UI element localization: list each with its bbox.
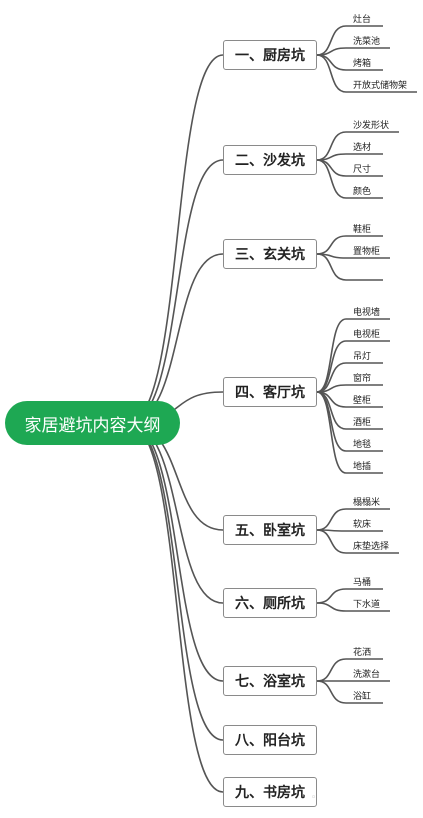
branch-topic-label: 四、客厅坑 xyxy=(235,385,305,401)
branch-topic-label: 三、玄关坑 xyxy=(235,247,305,263)
leaf-topic[interactable]: 软床 xyxy=(353,520,372,530)
leaf-topic[interactable]: 颜色 xyxy=(353,187,372,197)
branch-topic[interactable]: 四、客厅坑 xyxy=(223,377,317,407)
root-to-branch-link xyxy=(127,253,224,424)
branch-to-leaf-link xyxy=(316,153,347,161)
leaf-topic[interactable]: 尺寸 xyxy=(353,165,372,175)
leaf-topic[interactable]: 灶台 xyxy=(353,15,372,25)
branch-to-leaf-link xyxy=(316,159,347,199)
root-to-branch-link xyxy=(127,422,224,682)
leaf-topic[interactable]: 马桶 xyxy=(353,578,372,588)
root-to-branch-link xyxy=(127,422,224,793)
leaf-topic[interactable]: 洗菜池 xyxy=(353,37,381,47)
branch-topic-label: 五、卧室坑 xyxy=(235,523,305,539)
leaf-topic[interactable]: 吊灯 xyxy=(353,352,372,362)
leaf-topic[interactable]: 沙发形状 xyxy=(353,121,390,131)
branch-to-leaf-link xyxy=(316,54,347,93)
branch-to-leaf-link xyxy=(316,318,347,393)
branch-to-leaf-link xyxy=(316,384,347,393)
branch-to-leaf-link xyxy=(316,588,347,604)
leaf-topic[interactable]: 电视墙 xyxy=(353,308,381,318)
branch-topic[interactable]: 一、厨房坑 xyxy=(223,40,317,70)
branch-topic-label: 二、沙发坑 xyxy=(235,153,305,169)
branch-to-leaf-link xyxy=(316,54,347,71)
leaf-topic[interactable]: 电视柜 xyxy=(353,330,381,340)
leaf-topic[interactable]: 烤箱 xyxy=(353,59,372,69)
branch-to-leaf-link xyxy=(316,508,347,531)
branch-to-leaf-link xyxy=(316,602,347,612)
root-to-branch-link xyxy=(127,54,224,424)
branch-to-leaf-link xyxy=(316,131,347,161)
leaf-topic[interactable]: 选材 xyxy=(353,143,372,153)
watermark-glyph: ◦ xyxy=(311,793,317,803)
leaf-topic[interactable]: 地毯 xyxy=(353,440,372,450)
branch-topic-label: 一、厨房坑 xyxy=(235,48,305,64)
leaf-topic[interactable]: 榻榻米 xyxy=(353,498,381,508)
root-topic[interactable]: 家居避坑内容大纲 xyxy=(5,401,180,445)
branch-to-leaf-link xyxy=(316,529,347,554)
leaf-topic[interactable]: 床垫选择 xyxy=(353,542,390,552)
root-to-branch-link xyxy=(127,159,224,424)
leaf-topic[interactable]: 下水道 xyxy=(353,600,381,610)
branch-topic[interactable]: 九、书房坑 xyxy=(223,777,317,807)
branch-topic[interactable]: 八、阳台坑 xyxy=(223,725,317,755)
branch-to-leaf-link xyxy=(316,159,347,177)
leaf-topic[interactable]: 浴缸 xyxy=(353,692,372,702)
leaf-topic[interactable]: 窗帘 xyxy=(353,374,372,384)
branch-to-leaf-link xyxy=(316,235,347,255)
branch-topic[interactable]: 三、玄关坑 xyxy=(223,239,317,269)
branch-topic-label: 六、厕所坑 xyxy=(235,596,305,612)
branch-to-leaf-link xyxy=(316,47,347,56)
branch-topic[interactable]: 六、厕所坑 xyxy=(223,588,317,618)
branch-topic[interactable]: 五、卧室坑 xyxy=(223,515,317,545)
leaf-topic[interactable]: 壁柜 xyxy=(353,396,372,406)
leaf-topic[interactable]: 置物柜 xyxy=(353,247,381,257)
branch-topic[interactable]: 二、沙发坑 xyxy=(223,145,317,175)
branch-to-leaf-link xyxy=(316,391,347,474)
branch-topic-label: 七、浴室坑 xyxy=(235,674,305,690)
branch-to-leaf-link xyxy=(316,680,347,704)
root-topic-label: 家居避坑内容大纲 xyxy=(24,415,161,436)
leaf-topic[interactable]: 鞋柜 xyxy=(353,225,372,235)
leaf-topic[interactable]: 地插 xyxy=(353,462,372,472)
leaf-topic[interactable]: 酒柜 xyxy=(353,418,372,428)
leaf-topic[interactable]: 花洒 xyxy=(353,648,372,658)
leaf-topic[interactable]: 开放式储物架 xyxy=(353,81,408,91)
branch-topic[interactable]: 七、浴室坑 xyxy=(223,666,317,696)
branch-topic-label: 九、书房坑 xyxy=(235,785,305,801)
branch-to-leaf-link xyxy=(316,253,347,281)
branch-topic-label: 八、阳台坑 xyxy=(235,733,305,749)
branch-to-leaf-link xyxy=(316,658,347,682)
leaf-topic[interactable]: 洗漱台 xyxy=(353,670,381,680)
